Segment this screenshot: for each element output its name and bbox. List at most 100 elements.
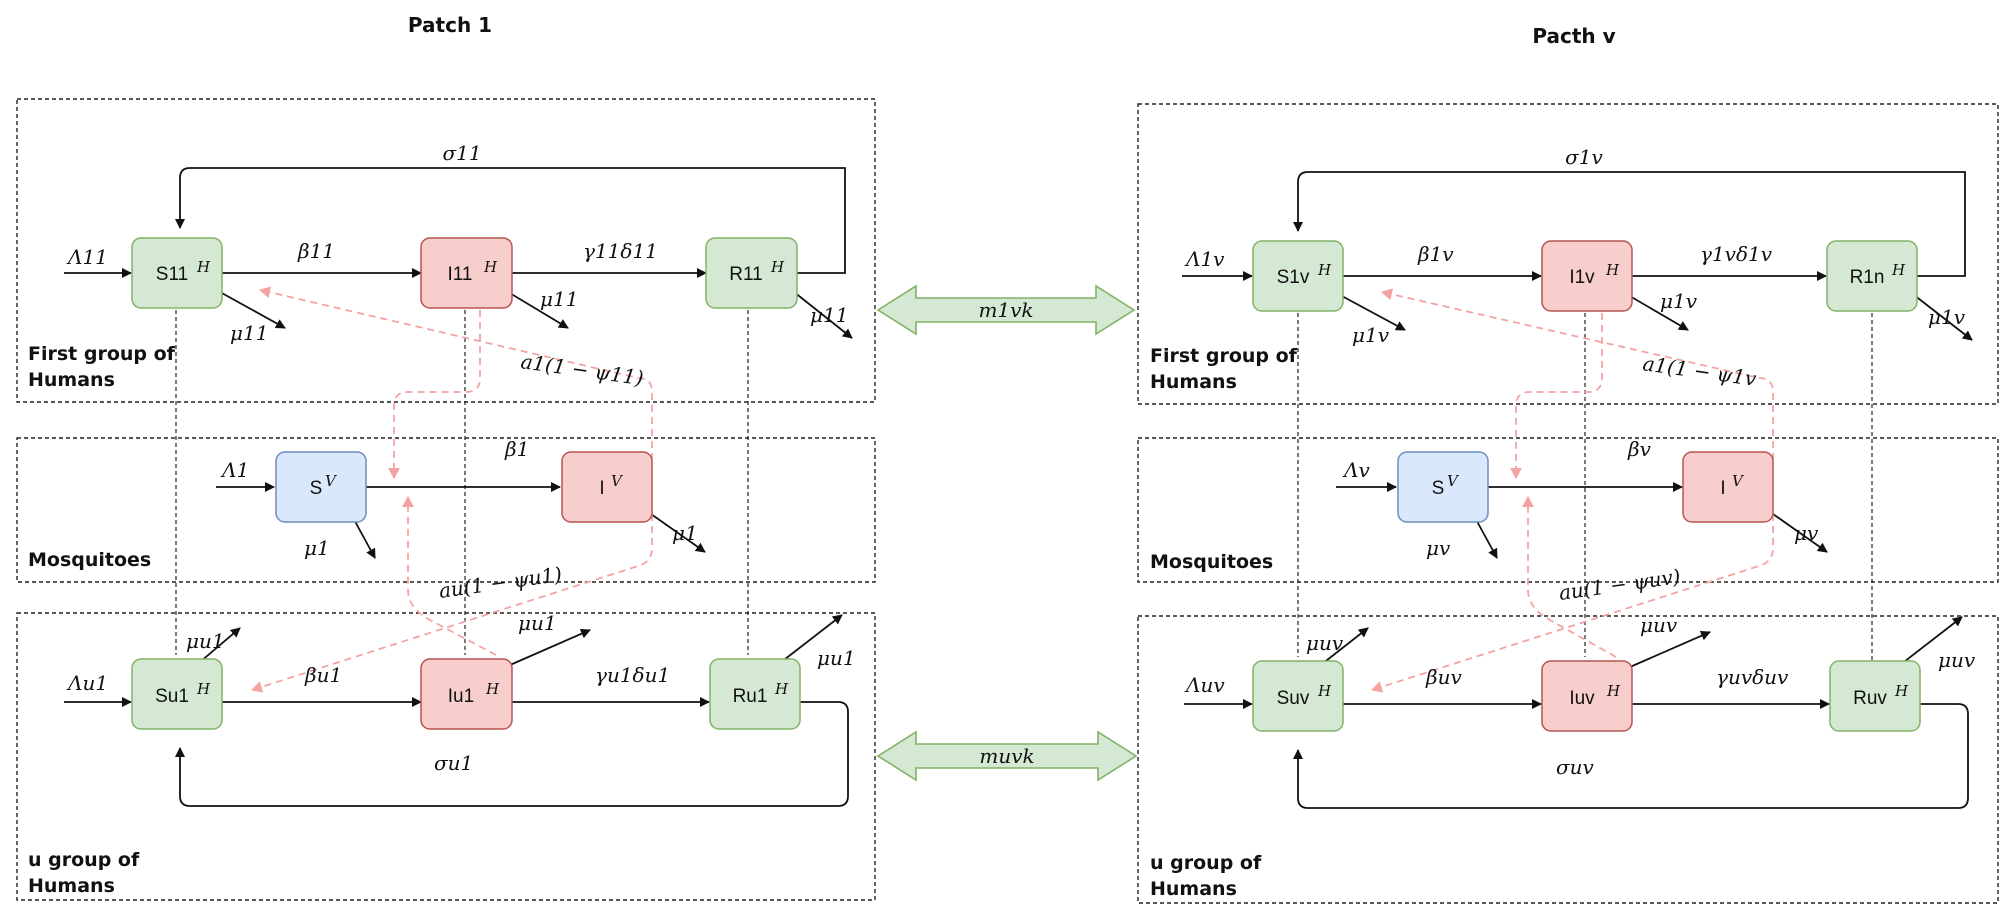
svg-text:Su1: Su1 <box>155 686 189 707</box>
param-recruit-vector: Λ1 <box>220 458 249 482</box>
svg-text:S1v: S1v <box>1277 267 1310 288</box>
svg-text:I: I <box>1720 478 1725 499</box>
frame-u-group <box>16 612 876 901</box>
svg-text:H: H <box>196 680 211 698</box>
svg-text:γuvδuv: γuvδuv <box>1716 665 1789 689</box>
node-s-bottom: Su1 H <box>131 658 223 730</box>
node-i-bottom-v: Iuv H <box>1541 660 1633 732</box>
svg-text:Ruv: Ruv <box>1853 688 1887 709</box>
svg-text:σ1v: σ1v <box>1565 145 1603 169</box>
param-beta-top: β11 <box>297 239 335 263</box>
migration-bottom-label: muvk <box>979 744 1034 768</box>
label-u-group-2: Humans <box>28 875 115 897</box>
svg-text:β1v: β1v <box>1417 242 1454 266</box>
param-mu-r-bottom: μu1 <box>817 646 856 670</box>
svg-text:H: H <box>483 258 498 276</box>
param-gamma-bottom: γu1δu1 <box>595 663 670 687</box>
svg-text:H: H <box>774 680 789 698</box>
svg-text:Iu1: Iu1 <box>448 686 474 707</box>
node-i-top-v: I1v H <box>1541 240 1633 312</box>
svg-text:H: H <box>1894 682 1909 700</box>
label-u-group-v-2: Humans <box>1150 878 1237 900</box>
migration-top-label: m1vk <box>978 298 1033 322</box>
svg-text:au(1 − ψuv): au(1 − ψuv) <box>1557 564 1682 605</box>
param-mu-s-top: μ11 <box>230 321 268 345</box>
svg-text:Ru1: Ru1 <box>733 686 768 707</box>
svg-text:βuv: βuv <box>1425 665 1462 689</box>
svg-text:μ1v: μ1v <box>1660 289 1698 313</box>
param-beta-vector: β1 <box>504 437 529 461</box>
svg-text:Λuv: Λuv <box>1184 673 1225 697</box>
svg-text:S: S <box>310 478 323 499</box>
param-recruit-bottom: Λu1 <box>66 671 108 695</box>
param-mu-i-bottom: μu1 <box>518 611 557 635</box>
frame-mosquitoes <box>16 437 876 583</box>
node-i-top: I11 H <box>420 237 513 309</box>
param-mu-s-vector: μ1 <box>304 536 330 560</box>
label-first-group-v-2: Humans <box>1150 371 1237 393</box>
label-u-group: u group of <box>28 849 140 871</box>
label-u-group-v: u group of <box>1150 852 1262 874</box>
svg-text:H: H <box>1605 261 1620 279</box>
svg-text:μv: μv <box>1426 536 1451 560</box>
node-s-bottom-v: Suv H <box>1252 660 1344 732</box>
param-beta-bottom: βu1 <box>304 663 342 687</box>
svg-text:a1(1 − ψ1v: a1(1 − ψ1v <box>1641 351 1758 391</box>
patch-1-title: Patch 1 <box>408 13 492 37</box>
svg-text:H: H <box>196 258 211 276</box>
param-mu-r-top: μ11 <box>810 303 848 327</box>
patch-1: First group of Humans Mosquitoes u group… <box>16 98 876 901</box>
svg-text:Suv: Suv <box>1277 688 1310 709</box>
param-sigma-bottom: σu1 <box>434 751 473 775</box>
node-i-vector: I V <box>561 451 653 523</box>
svg-text:H: H <box>1606 682 1621 700</box>
svg-text:μuv: μuv <box>1306 631 1344 655</box>
param-recruit-top: Λ11 <box>66 245 108 269</box>
node-r-top: R11 H <box>705 237 798 309</box>
label-first-group-2: Humans <box>28 369 115 391</box>
node-s-vector-v: S V <box>1397 451 1489 523</box>
param-mu-i-vector: μ1 <box>672 521 698 545</box>
svg-text:μ1v: μ1v <box>1352 323 1390 347</box>
node-s-top: S11 H <box>131 237 223 309</box>
svg-text:R1n: R1n <box>1850 267 1885 288</box>
svg-text:H: H <box>485 680 500 698</box>
svg-text:μuv: μuv <box>1640 613 1678 637</box>
svg-text:Iuv: Iuv <box>1569 688 1595 709</box>
svg-text:H: H <box>1891 261 1906 279</box>
label-mosquitoes-v: Mosquitoes <box>1150 551 1273 573</box>
param-contact-top: a1(1 − ψ11) <box>519 349 645 390</box>
svg-text:S: S <box>1432 478 1445 499</box>
svg-text:I11: I11 <box>447 264 472 285</box>
svg-text:μuv: μuv <box>1938 648 1976 672</box>
svg-text:S11: S11 <box>156 264 188 285</box>
svg-text:V: V <box>1732 472 1745 490</box>
svg-text:H: H <box>1317 261 1332 279</box>
label-mosquitoes: Mosquitoes <box>28 549 151 571</box>
node-r-bottom: Ru1 H <box>709 658 801 730</box>
svg-text:H: H <box>1317 682 1332 700</box>
migration-bottom: muvk <box>876 730 1138 782</box>
svg-text:μv: μv <box>1794 521 1819 545</box>
svg-text:V: V <box>1447 472 1460 490</box>
svg-text:γ1vδ1v: γ1vδ1v <box>1700 242 1773 266</box>
svg-text:σuv: σuv <box>1556 755 1595 779</box>
svg-text:I1v: I1v <box>1569 267 1595 288</box>
svg-text:Λ1v: Λ1v <box>1184 247 1225 271</box>
patch-v-title: Pacth v <box>1532 24 1615 48</box>
svg-text:H: H <box>770 258 785 276</box>
param-gamma-top: γ11δ11 <box>583 239 658 263</box>
param-mu-s-bottom: μu1 <box>186 629 225 653</box>
node-s-top-v: S1v H <box>1252 240 1344 312</box>
migration-top: m1vk <box>876 284 1136 336</box>
node-i-vector-v: I V <box>1682 451 1774 523</box>
param-mu-i-top: μ11 <box>540 287 578 311</box>
frame-first-group <box>16 98 876 403</box>
svg-text:R11: R11 <box>729 264 762 285</box>
node-r-top-v: R1n H <box>1826 240 1918 312</box>
label-first-group-v: First group of <box>1150 345 1298 367</box>
patch-v: First group of Humans Mosquitoes u group… <box>1137 103 1999 904</box>
label-first-group: First group of <box>28 343 176 365</box>
svg-text:V: V <box>611 472 624 490</box>
